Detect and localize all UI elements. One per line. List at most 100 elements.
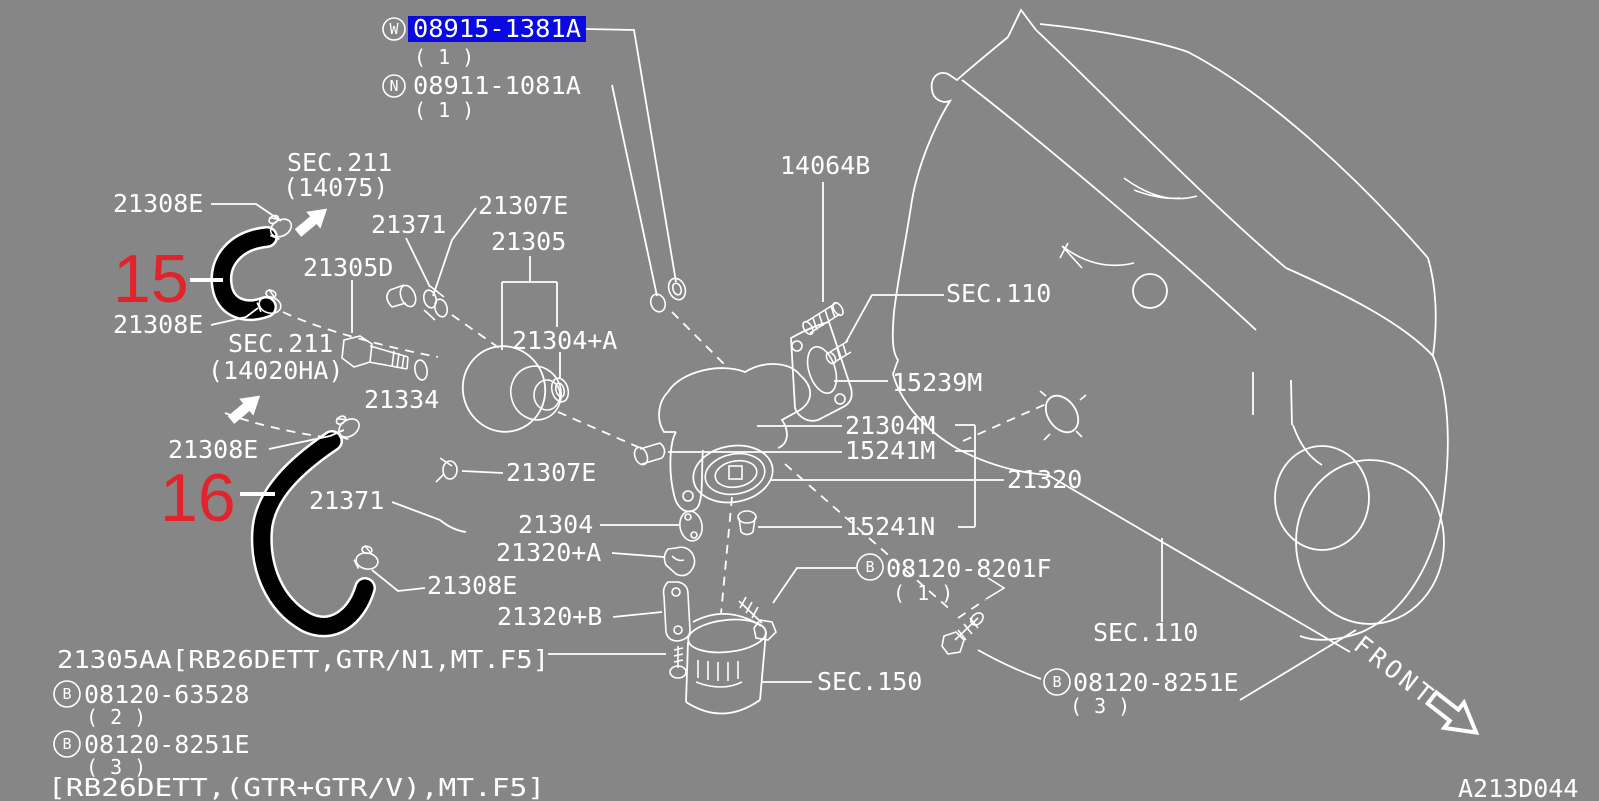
qty-8251e-left: ( 3 ) (86, 755, 146, 779)
b-circle-8251e-left (53, 730, 81, 758)
bolt-shaft (954, 617, 979, 641)
part-number-21308E-3[interactable]: 21308E (168, 435, 258, 464)
part-number-21320A[interactable]: 21320+A (496, 538, 601, 567)
part-number-21307E-upper[interactable]: 21307E (478, 191, 568, 220)
part-number-21320B[interactable]: 21320+B (497, 602, 602, 631)
pin (423, 285, 445, 321)
nut-outer (667, 277, 687, 301)
cylinder-body (386, 284, 407, 308)
engine-bottom-edge (1047, 474, 1351, 653)
leader-21308e-4 (371, 569, 426, 592)
part-number-15241M[interactable]: 15241M (845, 436, 935, 465)
engine-right-bulge (1285, 257, 1449, 641)
bolt-head (753, 619, 777, 641)
b-circle-letter: B (62, 685, 71, 703)
engine-port-circle (1132, 273, 1168, 309)
part-number-21307E-lower[interactable]: 21307E (506, 458, 596, 487)
dashed-pump-to-bolt2 (784, 463, 954, 613)
ring (422, 289, 438, 309)
engine-block-outline (891, 8, 1449, 701)
dashed-rings-to-pulley (451, 314, 503, 351)
leader-08911 (611, 84, 658, 297)
part-number-21371-lower[interactable]: 21371 (309, 486, 384, 515)
part-number-14064B[interactable]: 14064B (780, 151, 870, 180)
engine-top-edge (1039, 23, 1429, 259)
pulley-hub (533, 379, 561, 411)
qty-63528: ( 2 ) (86, 705, 146, 729)
front-arrow (1424, 689, 1480, 735)
stud-body (829, 340, 852, 364)
part-number-08911-1081A[interactable]: 08911-1081A (413, 71, 581, 100)
callout-16[interactable]: 16 (160, 460, 236, 536)
b-circle-63528 (53, 680, 81, 708)
part-number-08120-8251E-right[interactable]: 08120-8251E (1073, 668, 1239, 697)
note-21305aa[interactable]: 21305AA[RB26DETT,GTR/N1,MT.F5] (57, 645, 549, 674)
part-number-21304A[interactable]: 21304+A (512, 326, 617, 355)
bolt-21305aa (669, 646, 687, 679)
callout-15-dash (190, 278, 223, 282)
engine-peak-and-left-edge (891, 8, 1049, 476)
part-number-21304[interactable]: 21304 (518, 510, 593, 539)
pump-fitting-end (633, 446, 649, 466)
selected-part-highlight (408, 16, 586, 42)
leader-21371-upper (405, 237, 431, 288)
b-circle-8251e-right (1043, 668, 1071, 696)
bracket-21304-part (679, 510, 703, 542)
callout-15[interactable]: 15 (113, 241, 189, 317)
sec211-lower-label: SEC.211 (228, 329, 333, 358)
chevron-arrowhead (985, 577, 1006, 600)
leader-21320a (611, 552, 665, 558)
part-number-08120-63528[interactable]: 08120-63528 (84, 680, 250, 709)
part-number-21308E-2[interactable]: 21308E (113, 310, 203, 339)
leader-21307e-lower (461, 470, 504, 474)
hose-16 (253, 432, 374, 635)
sec110-upper-label: SEC.110 (946, 279, 1051, 308)
bolt-shaft (738, 596, 763, 624)
stud-end (832, 301, 844, 317)
elbow-21320a-part (663, 546, 696, 577)
b-circle-letter: B (865, 558, 874, 576)
part-number-21305D[interactable]: 21305D (303, 253, 393, 282)
part-number-21305[interactable]: 21305 (491, 227, 566, 256)
part-number-08120-8251E-left[interactable]: 08120-8251E (84, 730, 250, 759)
ring (433, 298, 449, 318)
part-number-08915-1381A[interactable]: 08915-1381A (413, 14, 581, 43)
part-number-21308E-1[interactable]: 21308E (113, 189, 203, 218)
washer (649, 293, 667, 313)
bracket-21320b-hole (671, 587, 681, 597)
n-circle (382, 74, 406, 98)
bolt-21334 (341, 335, 409, 370)
leader-21307e-upper (432, 207, 477, 297)
bracket-hole (684, 513, 692, 521)
block-o-ring-ticks (1039, 390, 1087, 441)
engine-face-vertical-ribs (1252, 372, 1323, 466)
block-o-ring (1044, 394, 1080, 434)
drawing-code: A213D044 (1458, 774, 1578, 801)
bolt-shaft (673, 646, 684, 668)
dashed-bolt2-arrow (957, 599, 986, 619)
part-number-08120-8201F[interactable]: 08120-8201F (886, 554, 1052, 583)
part-number-21320[interactable]: 21320 (1007, 465, 1082, 494)
part-number-21308E-4[interactable]: 21308E (427, 571, 517, 600)
leader-sec110-upper (845, 294, 944, 343)
plug-15241n-top (737, 510, 757, 524)
qty-08911: ( 1 ) (414, 98, 474, 122)
flywheel-inner-circle (1274, 445, 1370, 551)
pump-drive-square (728, 465, 743, 480)
dashed-pump-to-filter (720, 496, 733, 615)
bracket-21305 (501, 256, 561, 378)
part-number-21334[interactable]: 21334 (364, 385, 439, 414)
bolt-08120-8251e (941, 612, 984, 655)
leader-21320b (612, 611, 663, 618)
dashed-washers-to-pump (671, 311, 727, 367)
sec211-upper-ref: (14075) (283, 173, 388, 202)
part-number-15239M[interactable]: 15239M (892, 368, 982, 397)
part-number-21304M[interactable]: 21304M (845, 411, 935, 440)
part-number-21371-upper[interactable]: 21371 (371, 210, 446, 239)
part-number-15241N[interactable]: 15241N (845, 512, 935, 541)
qty-8201f: ( 1 ) (893, 581, 953, 605)
w-circle-letter: W (389, 20, 399, 38)
sec211-lower-ref: (14020HA) (208, 356, 343, 385)
